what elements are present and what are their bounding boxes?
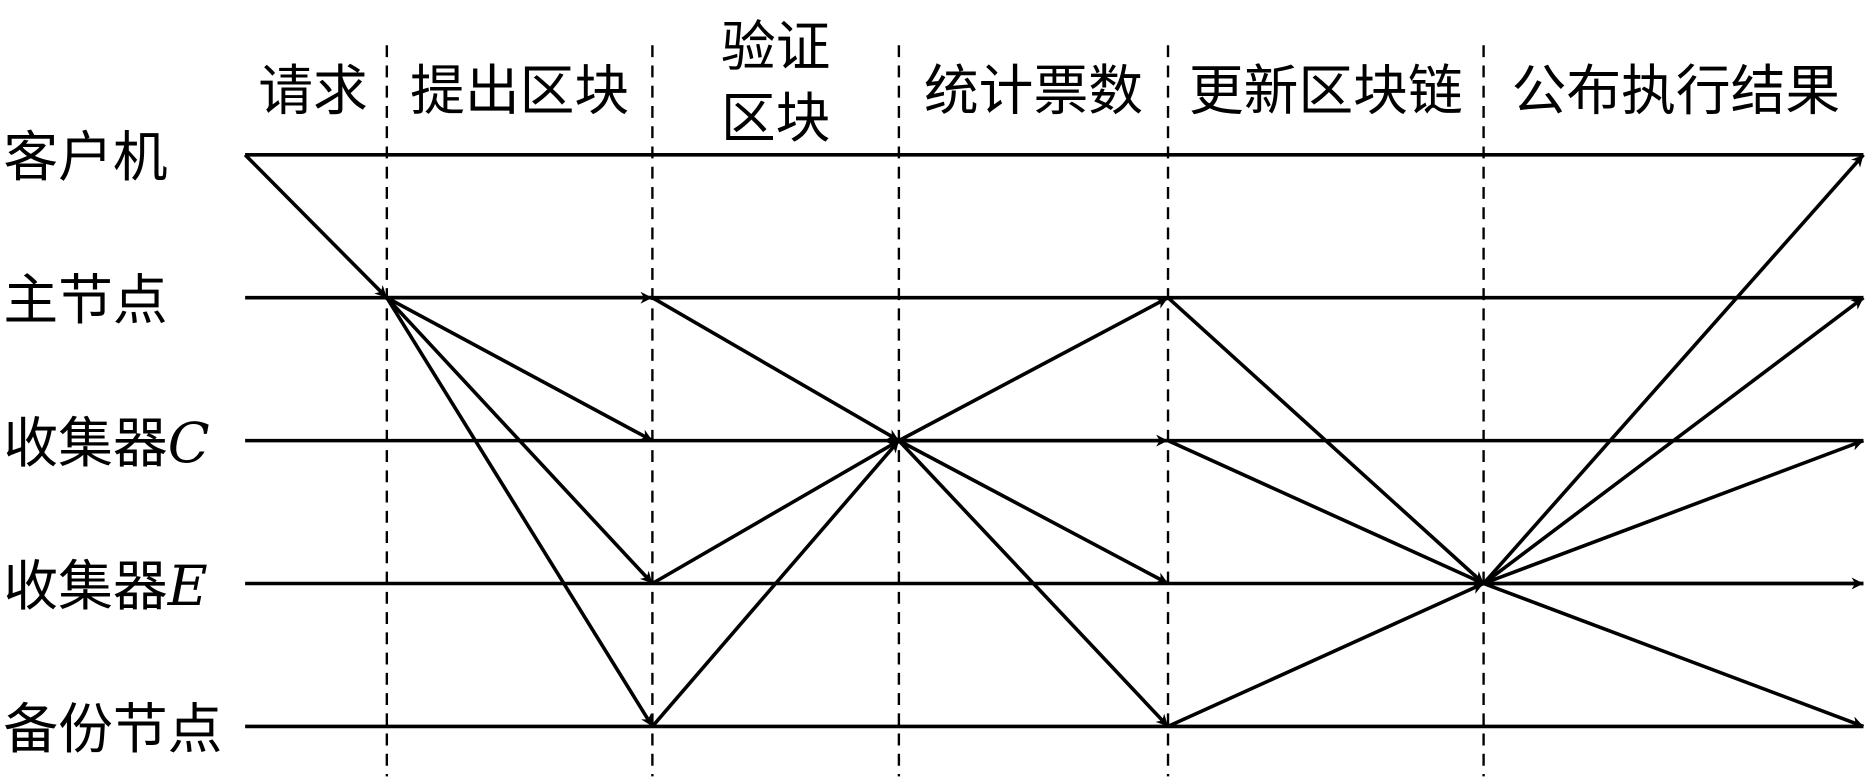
message-arrow-collectorE-to-backup	[1482, 581, 1865, 729]
phase-label-count: 统计票数	[924, 59, 1143, 123]
node-label-collectorE: 收集器E	[3, 554, 207, 618]
message-arrow-primary-to-collectorE	[1166, 296, 1485, 585]
node-label-suffix: E	[167, 554, 208, 618]
phase-label-verify: 验证	[721, 14, 831, 78]
message-arrow-primary-to-collectorC	[651, 296, 900, 443]
phase-label-publish: 公布执行结果	[1512, 59, 1841, 123]
message-arrow-backup-to-collectorC	[651, 439, 901, 728]
node-label-collectorC: 收集器C	[3, 411, 209, 475]
phase-label-request: 请求	[258, 59, 368, 123]
message-arrow-primary-to-backup	[385, 296, 654, 728]
messages	[243, 153, 1865, 729]
message-arrow-backup-to-collectorE	[1167, 581, 1485, 729]
message-arrow-collectorE-to-client	[1482, 153, 1865, 585]
message-arrow-client-to-primary	[243, 153, 389, 299]
phase-labels: 请求提出区块 验证区块 统计票数更新区块链公布执行结果	[258, 14, 1840, 149]
message-arrow-collectorE-to-collectorC	[1482, 438, 1865, 586]
phase-dividers	[385, 45, 1485, 777]
phase-label-update: 更新区块链	[1189, 59, 1463, 123]
message-arrow-collectorC-to-primary	[898, 296, 1169, 443]
node-label-primary: 主节点	[3, 268, 167, 332]
message-arrow-collectorC-to-collectorE	[1167, 438, 1485, 586]
message-arrow-collectorC-to-collectorE	[898, 439, 1169, 586]
message-arrow-collectorE-to-collectorC	[651, 439, 900, 586]
message-arrow-primary-to-collectorC	[385, 296, 654, 443]
message-arrow-collectorE-to-primary	[1482, 296, 1865, 585]
phase-label-propose: 提出区块	[410, 59, 629, 123]
message-arrow-primary-to-collectorE	[385, 296, 654, 585]
node-label-client: 客户机	[3, 125, 167, 189]
phase-label-verify: 区块	[721, 86, 831, 150]
node-label-backup: 备份节点	[3, 697, 222, 761]
node-label-suffix: C	[168, 411, 210, 475]
message-arrow-collectorC-to-backup	[897, 439, 1170, 728]
